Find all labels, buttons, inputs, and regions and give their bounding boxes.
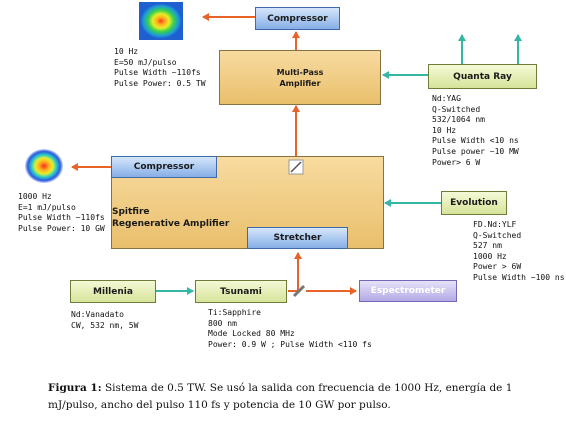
millennia-box: Millenia xyxy=(70,280,156,303)
quanta-ray-box: Quanta Ray xyxy=(428,64,537,89)
espectrometer-label: Espectrometer xyxy=(370,286,446,296)
stretcher-box: Stretcher xyxy=(247,227,348,249)
evolution-specs: FD.Nd:YLF Q-Switched 527 nm 1000 Hz Powe… xyxy=(473,220,565,282)
spitfire-label-line1: Spitfire xyxy=(112,206,150,217)
tsunami-box: Tsunami xyxy=(195,280,287,303)
caption-label: Figura 1: xyxy=(48,382,102,394)
evolution-box: Evolution xyxy=(441,191,507,215)
multipass-label-line2: Amplifier xyxy=(279,78,321,88)
quanta-ray-label: Quanta Ray xyxy=(453,71,512,82)
quanta-ray-specs: Nd:YAG Q-Switched 532/1064 nm 10 Hz Puls… xyxy=(432,94,519,167)
compressor-top-box: Compressor xyxy=(255,7,340,30)
multipass-amplifier-box: Multi-Pass Amplifier xyxy=(219,50,381,105)
compressor-mid-box: Compressor xyxy=(111,156,217,178)
mirror-spitfire-icon xyxy=(288,159,304,175)
figure-caption: Figura 1: Sistema de 0.5 TW. Se usó la s… xyxy=(48,380,546,414)
multipass-label-line1: Multi-Pass xyxy=(276,67,324,77)
output-mid-specs: 1000 Hz E=1 mJ/pulso Pulse Width ~110fs … xyxy=(18,192,105,233)
compressor-mid-label: Compressor xyxy=(133,162,195,172)
millennia-label: Millenia xyxy=(93,286,133,297)
compressor-top-label: Compressor xyxy=(267,13,328,24)
spitfire-label-line2: Regenerative Amplifier xyxy=(112,218,230,229)
output-top-specs: 10 Hz E=50 mJ/pulso Pulse Width ~110fs P… xyxy=(114,47,206,88)
espectrometer-box: Espectrometer xyxy=(359,280,457,302)
evolution-label: Evolution xyxy=(450,198,498,208)
tsunami-label: Tsunami xyxy=(220,286,262,297)
stretcher-label: Stretcher xyxy=(273,233,322,243)
tsunami-specs: Ti:Sapphire 800 nm Mode Locked 80 MHz Po… xyxy=(208,308,372,349)
beam-profile-top-icon xyxy=(139,2,183,40)
caption-text: Sistema de 0.5 TW. Se usó la salida con … xyxy=(48,382,513,411)
millennia-specs: Nd:Vanadato CW, 532 nm, 5W xyxy=(71,310,139,330)
beam-profile-mid-icon xyxy=(23,147,65,185)
beam-splitter-icon xyxy=(292,284,306,298)
